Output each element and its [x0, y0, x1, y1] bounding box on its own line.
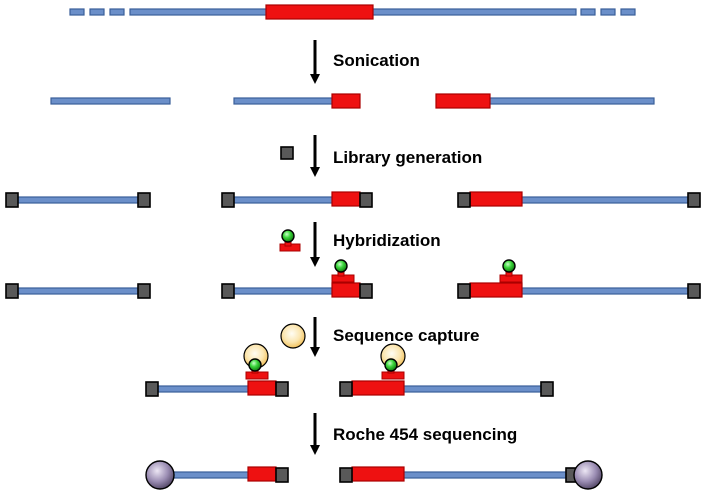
- step-label-sequence-capture: Sequence capture: [333, 326, 479, 345]
- streptavidin-bead-icon: [280, 323, 306, 349]
- dna-dash: [600, 8, 616, 16]
- biotinylated-probe-legend: [279, 229, 301, 252]
- adapter: [687, 192, 701, 208]
- adapter: [457, 192, 471, 208]
- fragment: [50, 97, 171, 105]
- step-label-roche-454-sequencing: Roche 454 sequencing: [333, 425, 517, 444]
- fragment: [519, 196, 691, 204]
- target-region: [469, 282, 523, 298]
- genomic-dna: [69, 4, 636, 20]
- fragment: [519, 287, 691, 295]
- target-region: [469, 191, 523, 207]
- adapter: [5, 192, 19, 208]
- target-region: [351, 466, 405, 482]
- dna-dash: [620, 8, 636, 16]
- adapter: [275, 467, 289, 483]
- biotin-icon: [384, 358, 398, 372]
- dna-dash: [69, 8, 85, 16]
- adapter: [137, 283, 151, 299]
- adapter: [275, 381, 289, 397]
- adapter: [145, 381, 159, 397]
- adapter: [540, 381, 554, 397]
- dna-dash: [109, 8, 125, 16]
- sequencing-fragments: [145, 460, 603, 490]
- fragment: [229, 287, 337, 295]
- adapter: [687, 283, 701, 299]
- adapter: [359, 283, 373, 299]
- adapter: [221, 283, 235, 299]
- dna-dash: [89, 8, 105, 16]
- target-region: [331, 282, 361, 298]
- sequencing-bead: [573, 460, 603, 490]
- biotin-icon: [334, 259, 348, 273]
- adapter: [221, 192, 235, 208]
- biotin-icon: [281, 229, 295, 243]
- captured-fragments: [145, 343, 554, 397]
- fragment: [229, 196, 337, 204]
- adapter: [5, 283, 19, 299]
- biotin-icon: [248, 358, 262, 372]
- adapter: [339, 381, 353, 397]
- adapter: [339, 467, 353, 483]
- fragment: [13, 196, 145, 204]
- target-region: [247, 380, 277, 396]
- fragment: [487, 97, 655, 105]
- fragment: [13, 287, 145, 295]
- target-region: [331, 93, 361, 109]
- dna-dash: [580, 8, 596, 16]
- step-label-library-generation: Library generation: [333, 148, 482, 167]
- biotin-icon: [502, 259, 516, 273]
- target-region: [351, 380, 405, 396]
- adapter: [137, 192, 151, 208]
- fragment: [233, 97, 335, 105]
- step-label-hybridization: Hybridization: [333, 231, 441, 250]
- target-region: [435, 93, 491, 109]
- hybridized-fragments: [5, 259, 701, 299]
- target-region: [331, 191, 361, 207]
- adapter: [359, 192, 373, 208]
- sheared-fragments: [50, 93, 655, 109]
- fragment: [155, 385, 251, 393]
- target-region: [265, 4, 374, 20]
- library-fragments: [5, 191, 701, 208]
- step-label-sonication: Sonication: [333, 51, 420, 70]
- sequencing-bead: [145, 460, 175, 490]
- adapter-legend-icon: [280, 146, 294, 160]
- fragment: [399, 385, 543, 393]
- fragment: [171, 471, 251, 479]
- adapter: [457, 283, 471, 299]
- fragment: [399, 471, 569, 479]
- target-region: [247, 466, 277, 482]
